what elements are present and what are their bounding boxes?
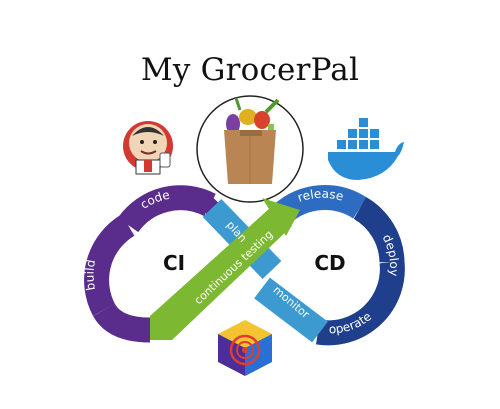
ci-loop <box>84 185 222 343</box>
ci-label: CI <box>163 251 185 275</box>
docker-whale-logo <box>328 118 404 180</box>
grocery-bag-icon <box>196 95 304 203</box>
jenkins-logo <box>123 121 173 175</box>
release-label: release <box>296 187 345 205</box>
page-title: My GrocerPal <box>140 52 360 88</box>
cd-label: CD <box>314 251 345 275</box>
continuous-testing-band <box>150 198 300 340</box>
radar-cube-logo <box>218 320 272 376</box>
monitor-band <box>254 277 328 343</box>
